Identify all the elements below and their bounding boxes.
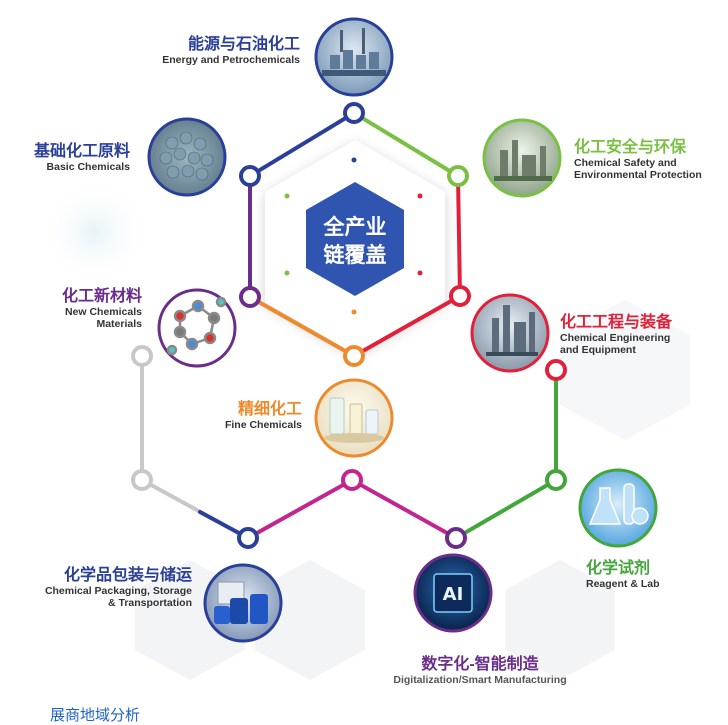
pellets-photo-icon bbox=[159, 131, 214, 181]
ring-seg-bottom-left bbox=[248, 295, 356, 358]
label-packaging-en2: & Transportation bbox=[107, 597, 192, 610]
label-newmat-zh: 化工新材料 bbox=[61, 288, 142, 305]
lower-hex-ring bbox=[140, 354, 558, 540]
joint-upper-right bbox=[447, 165, 469, 187]
label-fine: 精细化工 Fine Chemicals bbox=[225, 401, 302, 431]
basic-node bbox=[147, 117, 227, 197]
engineering-node bbox=[470, 293, 550, 373]
label-engineering-en1: Chemical Engineering bbox=[560, 332, 671, 345]
label-basic-zh: 基础化工原料 bbox=[33, 143, 130, 160]
label-fine-en: Fine Chemicals bbox=[224, 419, 302, 432]
safety-node bbox=[482, 118, 562, 198]
footer-heading: 展商地域分析 bbox=[50, 707, 141, 724]
svg-text:AI: AI bbox=[443, 584, 464, 605]
label-safety-en1: Chemical Safety and bbox=[574, 157, 677, 170]
ring-seg-right bbox=[456, 174, 462, 298]
label-newmat: 化工新材料 New Chemicals Materials bbox=[62, 288, 142, 331]
center-hexagon bbox=[306, 182, 404, 296]
center-dots bbox=[284, 157, 423, 315]
reagent-node bbox=[578, 468, 658, 548]
equipment-photo-icon bbox=[486, 305, 538, 356]
newmat-node bbox=[157, 288, 237, 368]
label-energy-en: Energy and Petrochemicals bbox=[162, 54, 300, 67]
label-digital-en: Digitalization/Smart Manufacturing bbox=[393, 674, 567, 687]
label-energy: 能源与石油化工 Energy and Petrochemicals bbox=[162, 36, 300, 66]
label-reagent-en: Reagent & Lab bbox=[586, 578, 660, 591]
joint-gray-top bbox=[131, 345, 153, 367]
label-packaging-zh: 化学品包装与储运 bbox=[63, 567, 192, 584]
glassware-photo-icon bbox=[588, 483, 649, 525]
label-reagent: 化学试剂 Reagent & Lab bbox=[586, 560, 660, 590]
label-packaging-en1: Chemical Packaging, Storage bbox=[44, 585, 192, 598]
label-fine-zh: 精细化工 bbox=[237, 401, 302, 418]
fine-node bbox=[314, 378, 394, 458]
energy-node bbox=[314, 17, 394, 97]
ring-seg-top-left bbox=[248, 111, 356, 178]
label-digital: 数字化-智能制造 Digitalization/Smart Manufactur… bbox=[380, 656, 580, 686]
label-engineering-en2: and Equipment bbox=[560, 344, 636, 357]
plant-photo-icon bbox=[494, 140, 552, 181]
label-safety-zh: 化工安全与环保 bbox=[574, 139, 687, 156]
background-glow bbox=[40, 177, 150, 287]
packaging-node bbox=[203, 563, 283, 643]
joint-mid-left bbox=[239, 286, 261, 308]
label-engineering-zh: 化工工程与装备 bbox=[560, 314, 673, 331]
joint-top bbox=[343, 102, 365, 124]
refinery-photo-icon bbox=[322, 28, 386, 76]
label-safety: 化工安全与环保 Chemical Safety and Environmenta… bbox=[574, 139, 702, 182]
ring-seg-bottom-right bbox=[352, 294, 462, 358]
joint-lower-center bbox=[343, 345, 365, 367]
joint-gray-bottom bbox=[131, 469, 153, 491]
ring-seg-magenta-right bbox=[350, 478, 458, 540]
label-newmat-en1: New Chemicals bbox=[64, 306, 142, 319]
digital-node: AI bbox=[413, 553, 493, 633]
ring-seg-magenta-left bbox=[246, 478, 354, 540]
joint-upper-left bbox=[239, 165, 261, 187]
label-safety-en2: Environmental Protection bbox=[574, 169, 702, 182]
label-basic-en: Basic Chemicals bbox=[46, 161, 130, 174]
joint-center-bottom bbox=[341, 469, 363, 491]
label-newmat-en2: Materials bbox=[96, 318, 142, 331]
label-energy-zh: 能源与石油化工 bbox=[187, 36, 300, 53]
center-title-line1: 全产业 bbox=[323, 215, 387, 239]
ring-seg-top-right bbox=[352, 111, 460, 178]
barrels-photo-icon bbox=[214, 581, 268, 624]
molecule-icon bbox=[166, 296, 227, 356]
joint-green-bottom bbox=[545, 469, 567, 491]
label-packaging: 化学品包装与储运 Chemical Packaging, Storage & T… bbox=[45, 567, 192, 610]
joint-green-top bbox=[545, 359, 567, 381]
ring-joints bbox=[131, 102, 567, 549]
ring-seg-green-diagonal bbox=[454, 478, 558, 540]
upper-hex-ring bbox=[248, 111, 462, 358]
joint-digital bbox=[445, 527, 467, 549]
flask-photo-icon bbox=[324, 397, 384, 443]
label-engineering: 化工工程与装备 Chemical Engineering and Equipme… bbox=[560, 314, 672, 357]
label-basic: 基础化工原料 Basic Chemicals bbox=[34, 143, 130, 173]
label-reagent-zh: 化学试剂 bbox=[586, 560, 651, 577]
background-hexagons bbox=[135, 300, 690, 680]
center-title-line2: 链覆盖 bbox=[324, 243, 387, 267]
joint-mid-right bbox=[449, 285, 471, 307]
ai-chip-icon: AI bbox=[433, 573, 473, 613]
joint-packaging bbox=[237, 527, 259, 549]
label-digital-zh: 数字化-智能制造 bbox=[421, 656, 539, 673]
